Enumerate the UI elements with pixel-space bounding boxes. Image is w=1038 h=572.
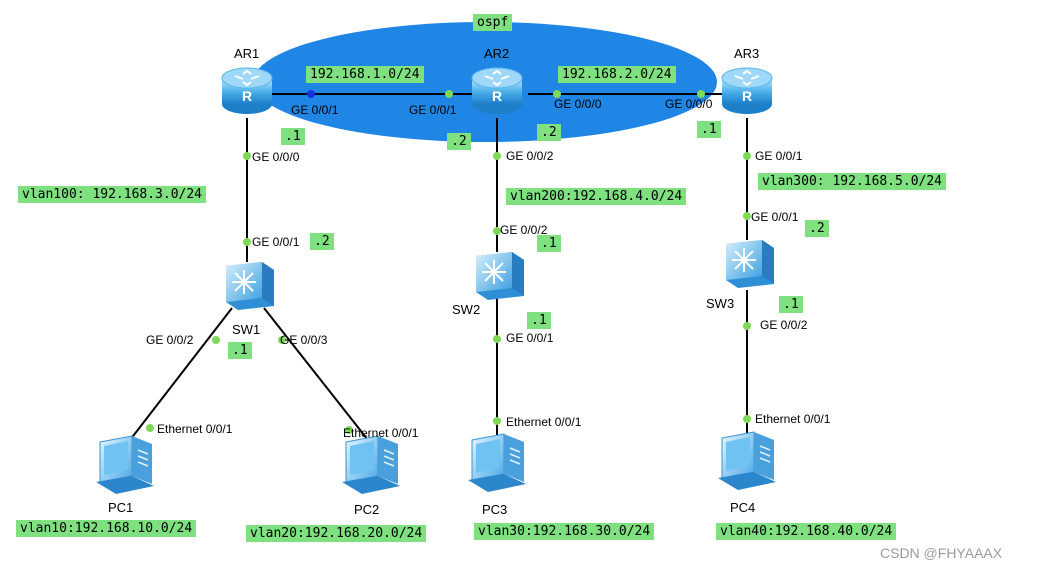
host-label-ar2-g001: .2 xyxy=(447,133,471,150)
host-label-sw3-g001: .2 xyxy=(805,220,829,237)
router-icon[interactable]: R xyxy=(471,67,523,114)
device-name-ar3: AR3 xyxy=(734,46,760,61)
router-icon[interactable]: R xyxy=(721,67,773,114)
port-label-sw2-to-ar2: GE 0/0/2 xyxy=(500,223,548,237)
port-dot xyxy=(243,238,251,246)
subnet-label-ar2-ar3: 192.168.2.0/24 xyxy=(558,66,676,83)
link-sw1-pc1 xyxy=(129,307,233,441)
port-dot xyxy=(743,322,751,330)
port-label-ar1-to-sw1: GE 0/0/0 xyxy=(252,150,300,164)
link-sw1-pc2 xyxy=(263,307,369,441)
host-label-ar3-g000: .1 xyxy=(697,121,721,138)
port-dot xyxy=(743,415,751,423)
host-label-sw2-g002: .1 xyxy=(537,235,561,252)
device-name-sw2: SW2 xyxy=(452,302,481,317)
subnet-label-vlan200: vlan200:192.168.4.0/24 xyxy=(506,188,687,205)
pc-icon[interactable] xyxy=(96,435,154,494)
port-dot xyxy=(553,90,561,98)
port-dot xyxy=(278,336,286,344)
port-dot xyxy=(493,227,501,235)
port-label-sw1-to-pc2: GE 0/0/3 xyxy=(280,333,328,347)
links xyxy=(129,93,748,441)
port-dot xyxy=(743,152,751,160)
port-dot xyxy=(493,417,501,425)
port-dot xyxy=(493,152,501,160)
ospf-area-label: ospf xyxy=(473,14,513,31)
router-icon[interactable]: R xyxy=(221,67,273,114)
port-dot xyxy=(243,152,251,160)
port-label-sw3-to-ar3: GE 0/0/1 xyxy=(751,210,799,224)
pc-icon[interactable] xyxy=(342,435,400,494)
port-dot xyxy=(493,335,501,343)
subnet-label-vlan10: vlan10:192.168.10.0/24 xyxy=(16,520,197,537)
port-label-sw1-to-pc1: GE 0/0/2 xyxy=(146,333,194,347)
port-label-ar3-to-sw3: GE 0/0/1 xyxy=(755,149,803,163)
device-name-ar2: AR2 xyxy=(484,46,510,61)
host-label-sw3-g002: .1 xyxy=(779,296,803,313)
port-dot xyxy=(146,424,154,432)
port-label-pc1-eth: Ethernet 0/0/1 xyxy=(157,422,233,436)
port-label-ar2-to-ar3: GE 0/0/0 xyxy=(554,97,602,111)
port-dot xyxy=(307,90,315,98)
host-label-ar2-g000: .2 xyxy=(537,124,561,141)
host-label-sw1-g001: .2 xyxy=(310,233,334,250)
port-label-pc4-eth: Ethernet 0/0/1 xyxy=(755,412,831,426)
pc-icon[interactable] xyxy=(468,433,526,492)
port-dot xyxy=(445,90,453,98)
port-dot xyxy=(345,426,353,434)
port-label-ar3-to-ar2: GE 0/0/0 xyxy=(665,97,713,111)
device-name-pc4: PC4 xyxy=(730,500,756,515)
device-name-ar1: AR1 xyxy=(234,46,260,61)
port-dot xyxy=(743,212,751,220)
device-name-pc1: PC1 xyxy=(108,500,134,515)
port-label-sw3-to-pc4: GE 0/0/2 xyxy=(760,318,808,332)
switch-icon[interactable] xyxy=(476,252,524,300)
port-label-ar1-to-ar2: GE 0/0/1 xyxy=(291,103,339,117)
port-label-sw1-to-ar1: GE 0/0/1 xyxy=(252,235,300,249)
svg-text:R: R xyxy=(242,88,252,104)
subnet-label-vlan30: vlan30:192.168.30.0/24 xyxy=(474,523,655,540)
switch-icon[interactable] xyxy=(726,240,774,288)
port-label-pc3-eth: Ethernet 0/0/1 xyxy=(506,415,582,429)
device-name-sw1: SW1 xyxy=(232,322,261,337)
svg-text:R: R xyxy=(492,88,502,104)
subnet-label-vlan40: vlan40:192.168.40.0/24 xyxy=(716,523,897,540)
switch-icon[interactable] xyxy=(226,262,274,310)
subnet-label-ar1-ar2: 192.168.1.0/24 xyxy=(306,66,424,83)
device-name-pc3: PC3 xyxy=(482,502,508,517)
subnet-label-vlan100: vlan100: 192.168.3.0/24 xyxy=(18,186,207,203)
port-label-sw2-to-pc3: GE 0/0/1 xyxy=(506,331,554,345)
host-label-sw2-g001: .1 xyxy=(527,312,551,329)
watermark: CSDN @FHYAAAX xyxy=(880,545,1003,561)
host-label-ar1-g001: .1 xyxy=(281,128,305,145)
port-dot xyxy=(212,336,220,344)
pc-icon[interactable] xyxy=(718,431,776,490)
port-label-ar2-to-sw2: GE 0/0/2 xyxy=(506,149,554,163)
device-name-sw3: SW3 xyxy=(706,296,735,311)
port-dots xyxy=(146,90,751,434)
port-label-ar2-to-ar1: GE 0/0/1 xyxy=(409,103,457,117)
port-dot xyxy=(697,90,705,98)
subnet-label-vlan20: vlan20:192.168.20.0/24 xyxy=(246,525,427,542)
svg-text:R: R xyxy=(742,88,752,104)
port-label-pc2-eth: Ethernet 0/0/1 xyxy=(343,426,419,440)
subnet-label-vlan300: vlan300: 192.168.5.0/24 xyxy=(758,173,947,190)
device-name-pc2: PC2 xyxy=(354,502,380,517)
host-label-sw1-vlan: .1 xyxy=(228,342,252,359)
